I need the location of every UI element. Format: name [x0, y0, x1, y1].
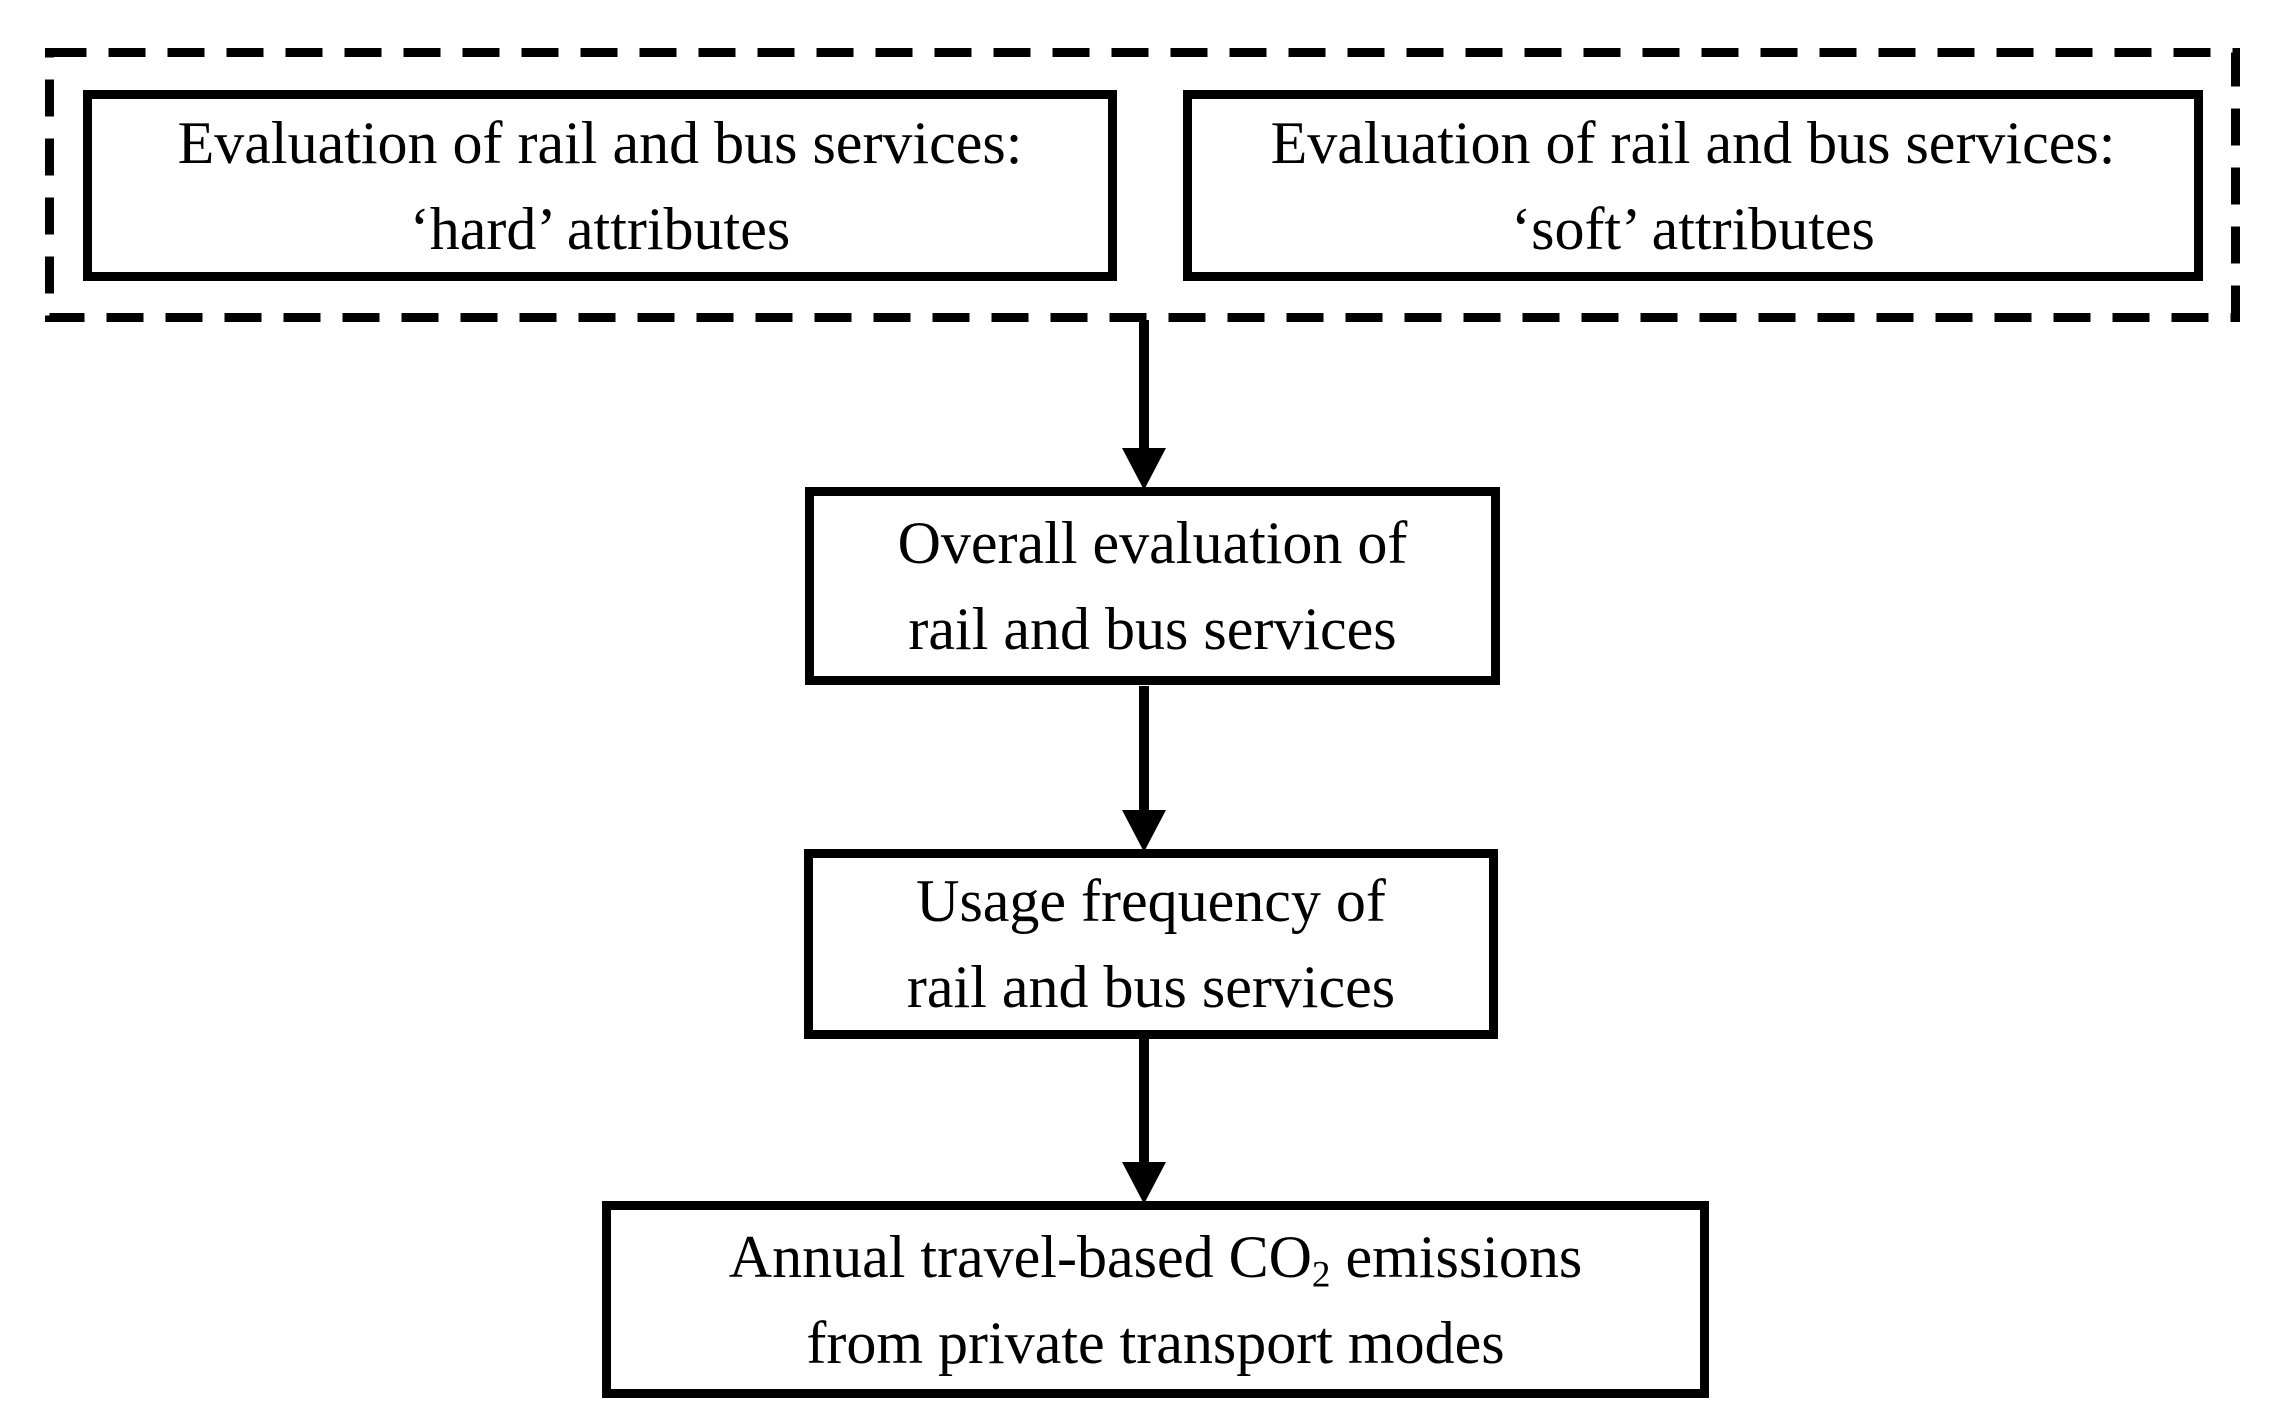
arrow-head-icon: [1122, 1162, 1166, 1204]
node-usage-frequency: Usage frequency of rail and bus services: [804, 849, 1498, 1039]
arrow-head-icon: [1122, 810, 1166, 852]
node-co2-emissions: Annual travel-based CO2 emissions from p…: [602, 1201, 1709, 1398]
arrow-group-to-overall: [1122, 320, 1166, 490]
node-text-line2: ‘hard’ attributes: [409, 195, 791, 262]
node-text-line2: from private transport modes: [806, 1309, 1505, 1376]
arrow-head-icon: [1122, 448, 1166, 490]
emissions-text-before-sub: Annual travel-based CO: [728, 1223, 1312, 1290]
node-text-line1: Evaluation of rail and bus services:: [1270, 109, 2116, 176]
node-text-line2: rail and bus services: [908, 596, 1397, 662]
arrow-overall-to-usage: [1122, 686, 1166, 852]
node-text-line1: Evaluation of rail and bus services:: [177, 109, 1023, 176]
co2-subscript: 2: [1311, 1253, 1331, 1295]
node-text-line1: Overall evaluation of: [897, 510, 1408, 576]
node-soft-attributes: Evaluation of rail and bus services: ‘so…: [1183, 90, 2203, 281]
emissions-text-after-sub: emissions: [1330, 1223, 1583, 1290]
arrow-usage-to-emissions: [1122, 1039, 1166, 1204]
antecedents-dashed-group-border: [45, 48, 2240, 322]
node-hard-attributes: Evaluation of rail and bus services: ‘ha…: [83, 90, 1117, 281]
node-text-line1: Usage frequency of: [916, 868, 1386, 934]
node-overall-evaluation: Overall evaluation of rail and bus servi…: [805, 487, 1500, 685]
node-text-line2: rail and bus services: [906, 954, 1396, 1020]
node-text-line2: ‘soft’ attributes: [1511, 195, 1875, 262]
node-text-line1: Annual travel-based CO2 emissions: [729, 1214, 1582, 1300]
